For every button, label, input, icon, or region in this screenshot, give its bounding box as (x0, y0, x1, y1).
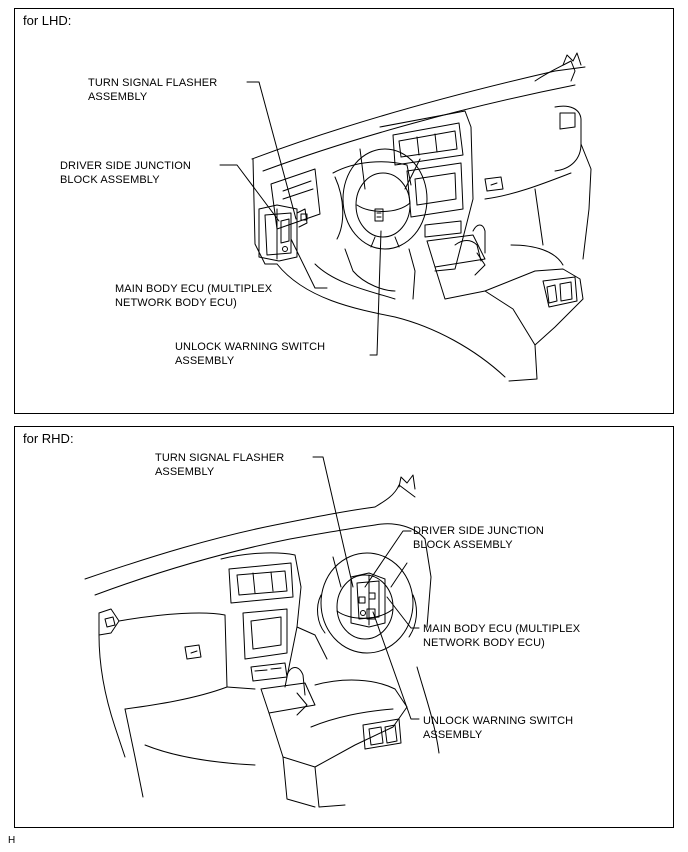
lhd-panel-title: for LHD: (23, 13, 72, 28)
lhd-dashboard-body (252, 53, 591, 381)
rhd-dashboard-illustration (15, 427, 675, 829)
rhd-dashboard-body (85, 475, 439, 807)
rhd-junction-block-component (351, 573, 385, 627)
lhd-dashboard-illustration (15, 9, 675, 415)
rhd-leader-lines (313, 457, 419, 719)
lhd-junction-block-component (259, 205, 307, 261)
lhd-leader-lines (220, 82, 381, 355)
figure-code: H (8, 835, 16, 846)
rhd-panel-title: for RHD: (23, 431, 74, 446)
